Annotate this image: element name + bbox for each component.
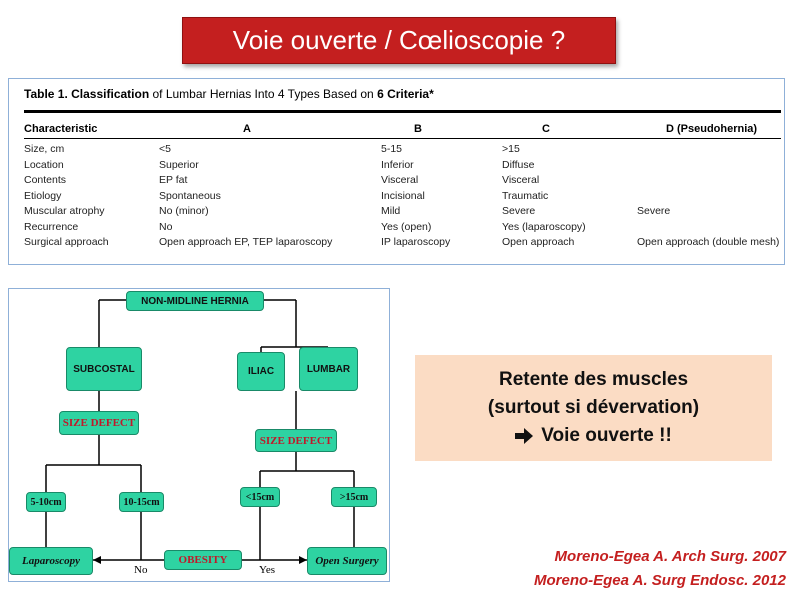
table-cell-type-a: No (minor)	[159, 205, 209, 217]
node-subcostal: SUBCOSTAL	[66, 347, 142, 391]
table-top-rule	[24, 110, 781, 113]
node-obesity: OBESITY	[164, 550, 242, 570]
table-cell-characteristic: Etiology	[24, 189, 62, 202]
table-cell-type-b: Mild	[381, 205, 401, 217]
node-size-defect-left: SIZE DEFECT	[59, 411, 139, 435]
table-cell-type-a: Spontaneous	[159, 189, 221, 202]
node-lumbar: LUMBAR	[299, 347, 358, 391]
table-cell-type-b: Inferior	[381, 158, 414, 171]
table-cell-characteristic: Location	[24, 158, 64, 171]
slide-title: Voie ouverte / Cœlioscopie ?	[182, 17, 616, 64]
node-open-surgery: Open Surgery	[307, 547, 387, 575]
arrow-to-laparoscopy-icon	[93, 556, 101, 564]
flowchart-panel: NON-MIDLINE HERNIA SUBCOSTAL ILIAC LUMBA…	[8, 288, 390, 582]
table-cell-type-c: Traumatic	[502, 189, 549, 202]
table-cell-type-d: Open approach (double mesh)	[637, 236, 780, 248]
table-caption-text: of Lumbar Hernias Into 4 Types Based on	[149, 87, 378, 101]
callout-box: Retente des muscles (surtout si dévervat…	[415, 355, 772, 461]
table-cell-type-c: Severe	[502, 205, 536, 217]
label-no: No	[134, 564, 148, 576]
table-cell-type-c: >15	[502, 143, 520, 155]
classification-table: Table 1. Classification of Lumbar Hernia…	[8, 78, 785, 265]
table-cell-type-b: IP laparoscopy	[381, 236, 451, 248]
table-caption-label: Table 1. Classification	[24, 87, 150, 101]
node-non-midline-hernia: NON-MIDLINE HERNIA	[126, 291, 264, 311]
callout-line-2: (surtout si dévervation)	[487, 397, 700, 418]
node-size-defect-right: SIZE DEFECT	[255, 429, 337, 452]
table-cell-characteristic: Size, cm	[24, 143, 65, 155]
table-cell-characteristic: Recurrence	[24, 220, 79, 233]
table-cell-type-a: Superior	[159, 158, 199, 171]
table-cell-type-b: Visceral	[381, 174, 419, 186]
node-size-10-15cm: 10-15cm	[119, 492, 164, 512]
table-cell-type-b: Incisional	[381, 189, 425, 202]
header-type-b: B	[414, 123, 422, 135]
table-header-rule	[24, 138, 781, 139]
header-type-c: C	[542, 123, 550, 135]
table-cell-type-b: 5-15	[381, 143, 403, 155]
table-cell-type-c: Yes (laparoscopy)	[502, 220, 586, 233]
reference-1: Moreno-Egea A. Arch Surg. 2007	[554, 548, 786, 565]
table-cell-type-a: Open approach EP, TEP laparoscopy	[159, 236, 333, 248]
header-type-a: A	[243, 123, 251, 135]
node-size-gt15cm: >15cm	[331, 487, 377, 507]
reference-2: Moreno-Egea A. Surg Endosc. 2012	[533, 572, 786, 589]
table-caption-footnote-mark: *	[429, 87, 434, 101]
table-cell-type-c: Diffuse	[502, 158, 535, 171]
table-cell-type-a: <5	[159, 143, 171, 155]
arrow-to-open-surgery-icon	[299, 556, 307, 564]
arrow-right-icon	[515, 428, 534, 444]
header-type-d: D (Pseudohernia)	[666, 123, 758, 135]
table-cell-type-d: Severe	[637, 205, 671, 217]
label-yes: Yes	[259, 564, 276, 576]
table-caption: Table 1. Classification of Lumbar Hernia…	[24, 87, 434, 101]
table-cell-characteristic: Contents	[24, 174, 67, 186]
table-cell-type-c: Open approach	[502, 236, 575, 248]
node-size-lt15cm: <15cm	[240, 487, 280, 507]
table-cell-type-a: EP fat	[159, 174, 188, 186]
table-cell-type-c: Visceral	[502, 174, 540, 186]
node-size-5-10cm: 5-10cm	[26, 492, 66, 512]
node-laparoscopy: Laparoscopy	[9, 547, 93, 575]
header-characteristic: Characteristic	[24, 123, 98, 135]
node-iliac: ILIAC	[237, 352, 285, 391]
table-cell-type-b: Yes (open)	[381, 220, 432, 233]
callout-line-3: Voie ouverte !!	[541, 425, 672, 446]
table-cell-type-a: No	[159, 220, 173, 233]
callout-line-3-wrap: Voie ouverte !!	[515, 422, 672, 450]
table-caption-criteria: 6 Criteria	[377, 87, 430, 101]
callout-line-1: Retente des muscles	[498, 369, 689, 390]
table-cell-characteristic: Muscular atrophy	[24, 205, 105, 217]
table-cell-characteristic: Surgical approach	[24, 236, 109, 248]
